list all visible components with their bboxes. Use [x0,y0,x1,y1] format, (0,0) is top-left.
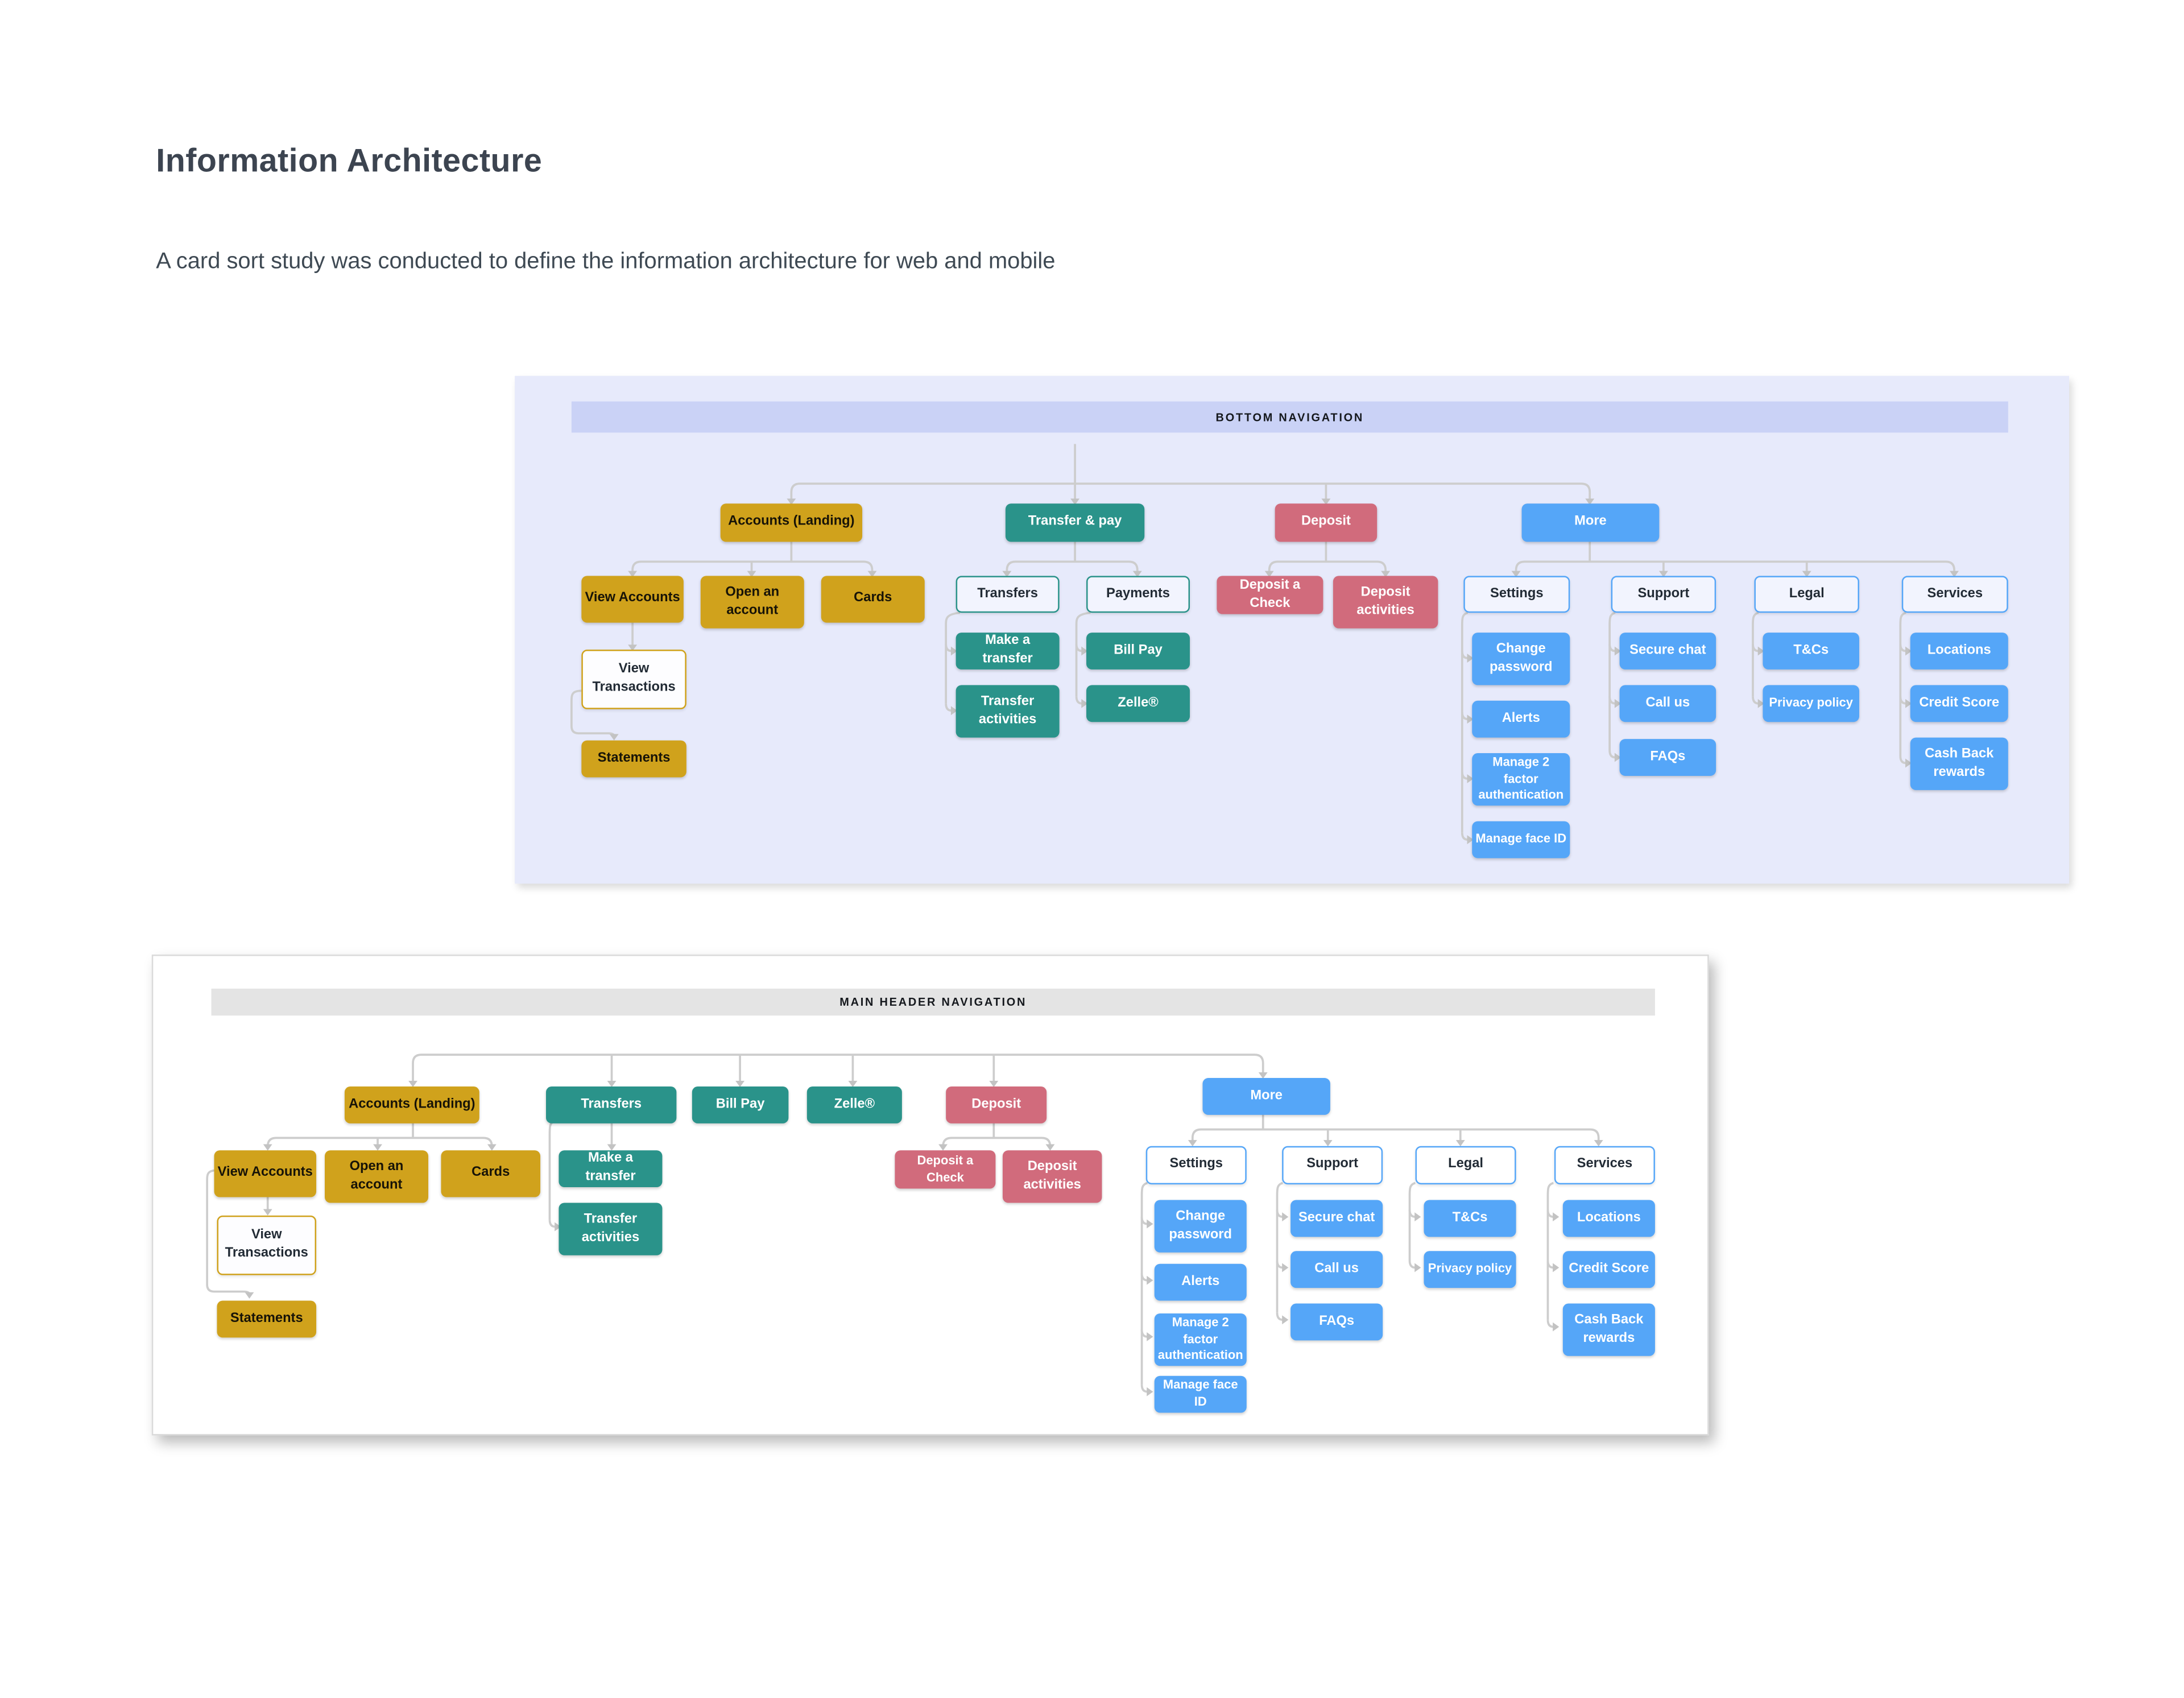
node-cash-back-rewards: Cash Back rewards [1910,737,2008,790]
node-deposit-a-check: Deposit a Check [1217,576,1323,614]
node-view-transactions: View Transactions [581,650,686,709]
page-subtitle: A card sort study was conducted to defin… [156,249,1056,274]
node-transfers: Transfers [545,1086,677,1123]
node-transfers: Transfers [956,576,1060,613]
node-payments: Payments [1086,576,1190,613]
diagram-header-main-header-navigation: MAIN HEADER NAVIGATION [211,988,1655,1016]
main-header-navigation-diagram: MAIN HEADER NAVIGATION Accounts (Landing… [151,955,1709,1436]
node-alerts: Alerts [1472,700,1570,738]
node-secure-chat: Secure chat [1619,633,1716,670]
node-credit-score: Credit Score [1910,685,2008,722]
node-alerts: Alerts [1154,1263,1247,1301]
node-call-us: Call us [1619,685,1716,722]
node-support: Support [1611,576,1716,613]
node-make-a-transfer: Make a transfer [559,1150,663,1188]
node-cards: Cards [821,576,925,623]
node-legal: Legal [1754,576,1859,613]
node-legal: Legal [1415,1146,1516,1185]
node-settings: Settings [1463,576,1570,613]
node-manage-2-factor-authentication: Manage 2 factor authentication [1472,753,1570,806]
node-privacy-policy: Privacy policy [1424,1251,1516,1288]
node-deposit: Deposit [946,1086,1047,1123]
node-transfer-activities: Transfer activities [956,685,1060,738]
node-deposit-activities: Deposit activities [1333,576,1438,629]
node-tcs: T&Cs [1424,1200,1516,1237]
node-settings: Settings [1145,1146,1247,1185]
node-open-an-account: Open an account [700,576,804,629]
node-deposit: Deposit [1275,503,1378,542]
node-deposit-a-check: Deposit a Check [895,1150,996,1189]
node-statements: Statements [581,740,686,778]
page-title: Information Architecture [156,142,543,179]
node-services: Services [1554,1146,1655,1185]
node-support: Support [1282,1146,1383,1185]
node-transfer-activities: Transfer activities [559,1203,663,1255]
node-locations: Locations [1910,633,2008,670]
node-more: More [1202,1078,1330,1115]
node-deposit-activities: Deposit activities [1002,1150,1102,1203]
node-zelle: Zelle® [806,1086,902,1123]
node-credit-score: Credit Score [1562,1251,1655,1288]
diagram-connectors [570,444,1959,845]
node-cards: Cards [441,1150,541,1197]
node-statements: Statements [217,1300,317,1338]
node-manage-face-id: Manage face ID [1472,821,1570,858]
node-faqs: FAQs [1290,1303,1383,1341]
node-services: Services [1901,576,2008,613]
node-make-a-transfer: Make a transfer [956,633,1060,670]
node-secure-chat: Secure chat [1290,1200,1383,1237]
node-zelle: Zelle® [1086,685,1190,722]
node-bill-pay: Bill Pay [1086,633,1190,670]
node-manage-face-id: Manage face ID [1154,1375,1247,1413]
node-accounts-landing: Accounts (Landing) [720,503,863,542]
node-view-accounts: View Accounts [581,576,684,623]
node-more: More [1521,503,1660,542]
node-manage-2-factor-authentication: Manage 2 factor authentication [1154,1313,1247,1366]
node-privacy-policy: Privacy policy [1763,685,1859,722]
node-call-us: Call us [1290,1251,1383,1288]
node-faqs: FAQs [1619,739,1716,776]
node-change-password: Change password [1154,1200,1247,1253]
node-open-an-account: Open an account [325,1150,429,1203]
node-view-transactions: View Transactions [217,1215,317,1275]
node-cash-back-rewards: Cash Back rewards [1562,1303,1655,1356]
node-bill-pay: Bill Pay [692,1086,789,1123]
node-locations: Locations [1562,1200,1655,1237]
diagram-header-bottom-navigation: BOTTOM NAVIGATION [571,401,2008,433]
node-change-password: Change password [1472,633,1570,685]
node-tcs: T&Cs [1763,633,1859,670]
node-transfer-and-pay: Transfer & pay [1005,503,1145,542]
node-view-accounts: View Accounts [214,1150,317,1197]
node-accounts-landing: Accounts (Landing) [344,1086,479,1123]
bottom-navigation-diagram: BOTTOM NAVIGATION Accounts (Landing) Tra… [515,375,2070,884]
